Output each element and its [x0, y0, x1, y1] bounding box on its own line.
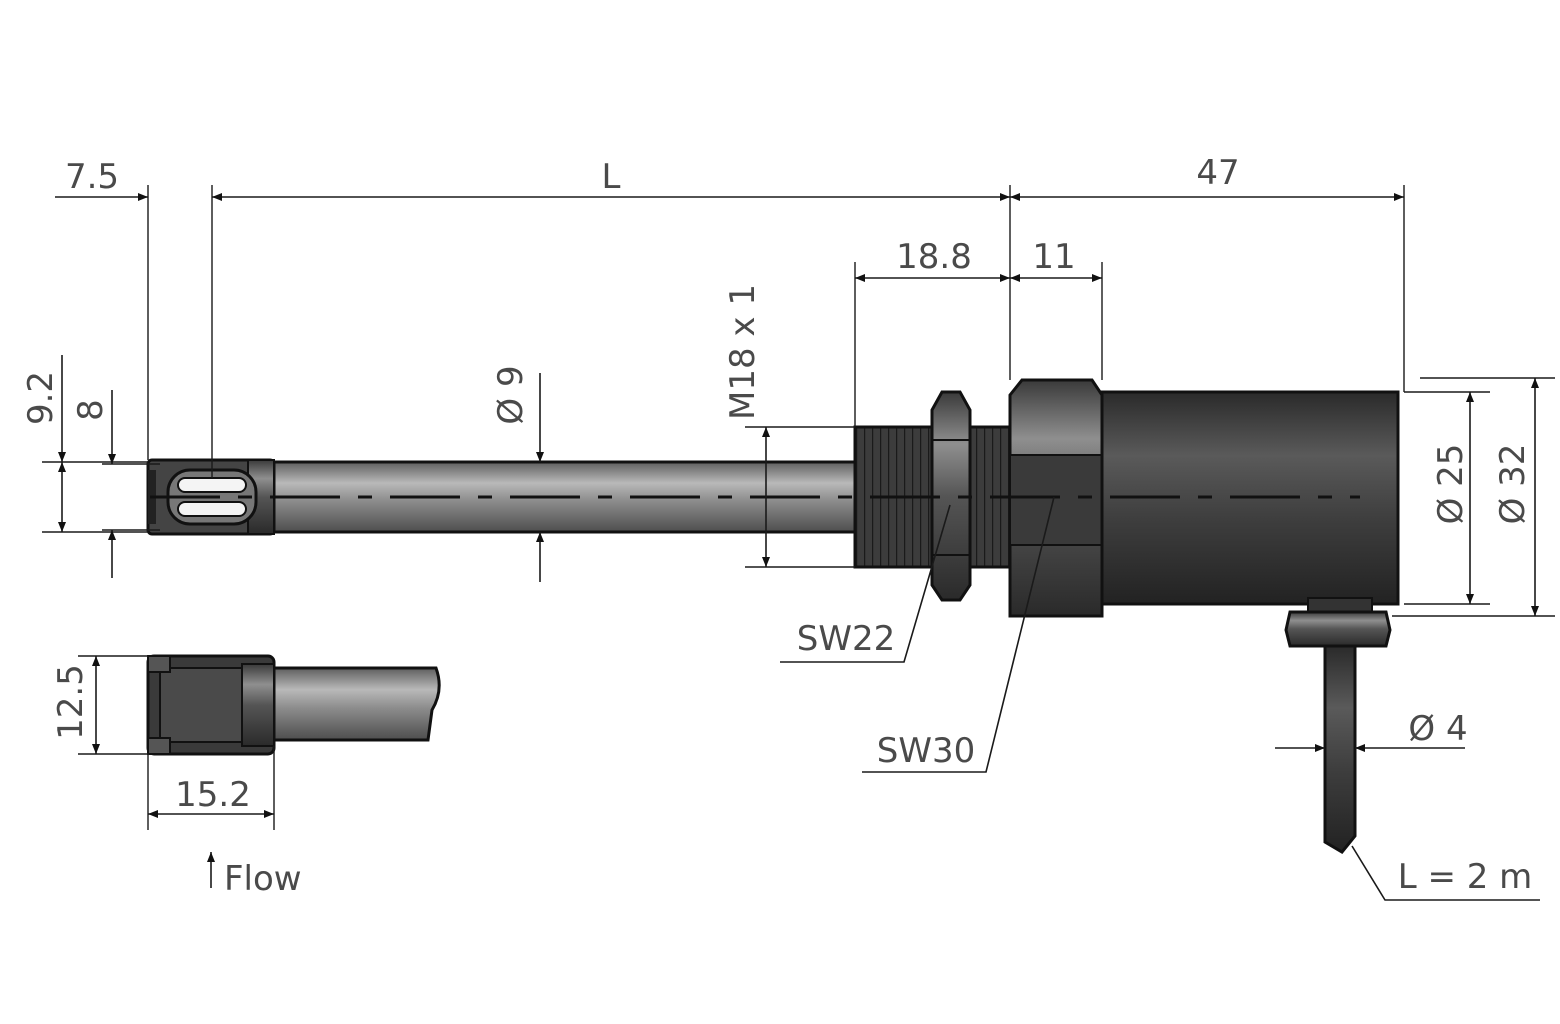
label-47: 47	[1196, 153, 1239, 193]
extension-lines	[42, 185, 1555, 830]
cable-gland	[1284, 597, 1392, 648]
leader-lines	[780, 496, 1540, 901]
label-12-5: 12.5	[51, 664, 91, 740]
dimension-labels: 7.5 L 47 18.8 11 9.2 8 Ø 9 M18 x 1 Ø 25 …	[21, 153, 1533, 815]
sensor-assembly	[146, 378, 1400, 854]
label-7-5: 7.5	[65, 157, 119, 197]
lock-nut-sw22	[930, 390, 972, 602]
label-8: 8	[71, 399, 111, 421]
label-9-2: 9.2	[21, 371, 61, 425]
label-sw30: SW30	[877, 731, 975, 771]
label-18-8: 18.8	[896, 237, 972, 277]
callout-labels: SW22 SW30 L = 2 m Flow	[224, 619, 1532, 899]
cable	[1323, 644, 1357, 854]
dimension-lines	[55, 193, 1539, 818]
label-cable-length: L = 2 m	[1398, 857, 1533, 897]
label-thread: M18 x 1	[723, 284, 763, 420]
label-dia32: Ø 32	[1493, 444, 1533, 525]
label-15-2: 15.2	[175, 775, 251, 815]
label-dia9: Ø 9	[491, 365, 531, 424]
label-11: 11	[1032, 237, 1075, 277]
label-sw22: SW22	[797, 619, 895, 659]
label-dia4: Ø 4	[1408, 709, 1467, 749]
label-flow: Flow	[224, 859, 302, 899]
label-L: L	[602, 157, 621, 197]
flow-detail-view	[146, 654, 441, 888]
label-dia25: Ø 25	[1431, 444, 1471, 525]
